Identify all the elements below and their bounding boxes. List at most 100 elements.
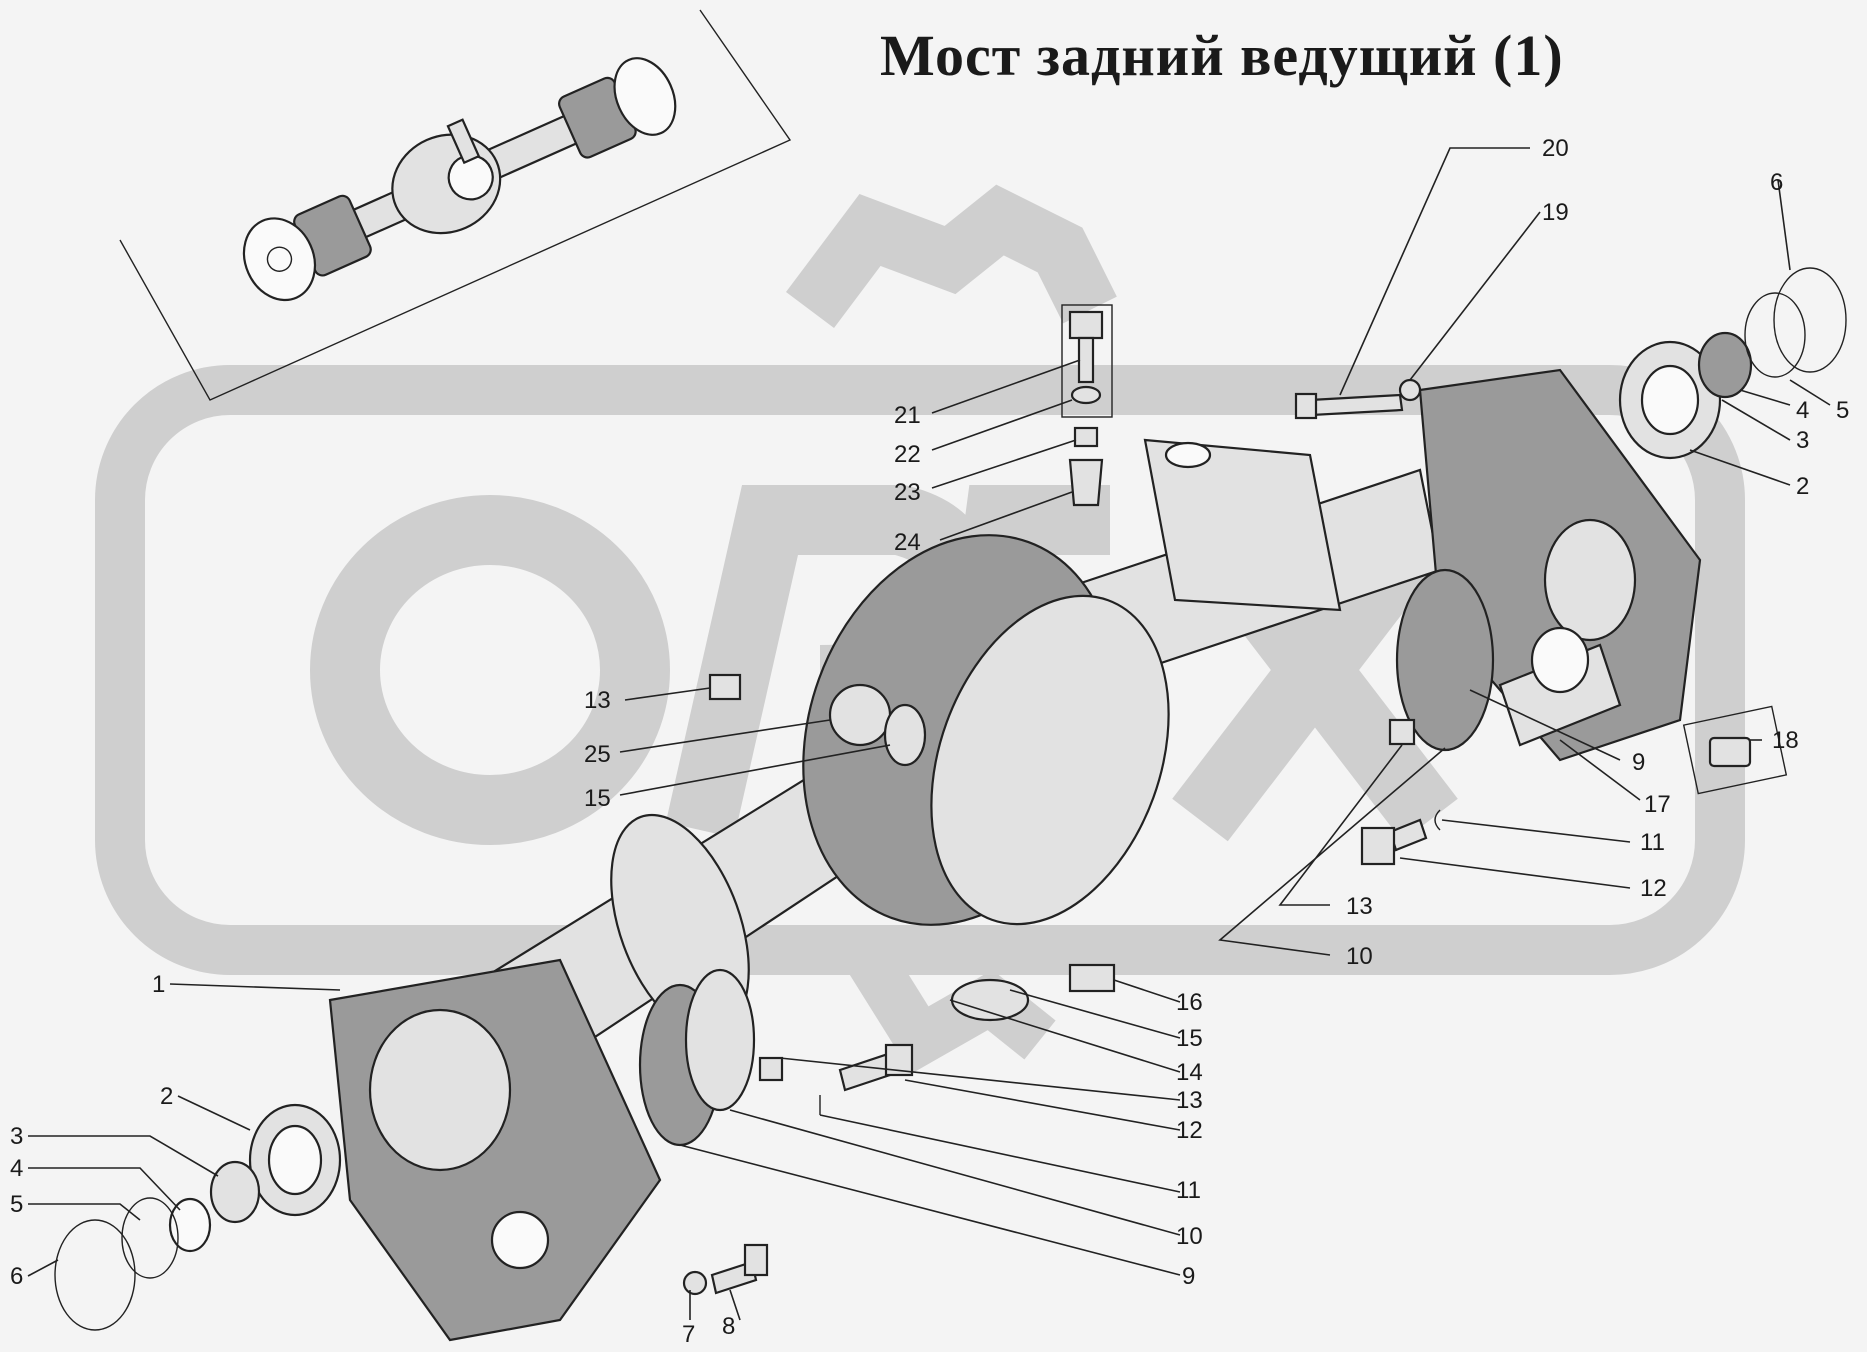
- seal-left-inner: [267, 1124, 323, 1196]
- callout-22: 22: [894, 441, 921, 468]
- leader-c13b: [779, 1057, 1181, 1101]
- leader-c2r: [1689, 449, 1791, 486]
- nut-13-lower: [758, 1056, 784, 1082]
- callout-6-right: 6: [1770, 169, 1783, 196]
- bracket-hole: [1164, 441, 1212, 469]
- inset-center-housing: [391, 133, 502, 235]
- bearing-ring-right: [1697, 331, 1753, 399]
- callout-15-middle: 15: [584, 785, 611, 812]
- bolt-21-head: [1068, 310, 1104, 340]
- seal-15-middle: [883, 703, 927, 767]
- callout-1: 1: [152, 971, 165, 998]
- bolt-20: [1308, 393, 1404, 417]
- fitting-24: [1068, 458, 1104, 507]
- snap-ring-right: [1744, 292, 1806, 378]
- leader-c11b: [819, 1114, 1181, 1193]
- bolt-21-shank: [1077, 336, 1095, 384]
- leader-c15m: [619, 744, 891, 796]
- leader-lines: [27, 147, 1831, 1321]
- central-bowl-opening: [930, 594, 1170, 926]
- leader-c1: [169, 983, 341, 991]
- leader-c13r: [1278, 744, 1403, 906]
- bolt-20-head: [1294, 392, 1318, 420]
- callout-13-middle: 13: [584, 687, 611, 714]
- vent-16: [1068, 963, 1116, 993]
- leader-c2l: [177, 1095, 251, 1131]
- leader-c12b: [904, 1079, 1181, 1131]
- watermark-frame: [95, 365, 1745, 975]
- callout-labels: 1 2 3 4 5 6 7 8 9 10 11 12 13 14 15 16 1…: [10, 135, 1849, 1348]
- right-tube-flange: [1395, 568, 1495, 752]
- leader-c16: [1113, 979, 1181, 1003]
- bolt-12-right: [1388, 818, 1428, 852]
- callout-12-right: 12: [1640, 875, 1667, 902]
- leader-c25: [619, 719, 831, 753]
- leader-c14: [949, 999, 1181, 1073]
- plug-25: [828, 683, 892, 747]
- breather-14: [950, 978, 1030, 1022]
- seal-right-inner: [1640, 364, 1700, 436]
- leader-c19: [1409, 211, 1541, 381]
- leader-c5r: [1789, 379, 1831, 406]
- leader-c20: [1339, 147, 1530, 396]
- leader-c11r: [1441, 819, 1631, 843]
- callout-12-bottom: 12: [1176, 1117, 1203, 1144]
- leader-c4l: [28, 1167, 181, 1211]
- callout-2-left: 2: [160, 1083, 173, 1110]
- callout-13-bottom: 13: [1176, 1087, 1203, 1114]
- callout-14: 14: [1176, 1059, 1203, 1086]
- callout-9-right: 9: [1632, 749, 1645, 776]
- fastener-stack-frame: [1061, 304, 1113, 418]
- leader-c3l: [28, 1135, 219, 1177]
- bearing-ring-left: [209, 1160, 261, 1224]
- gasket-10-lower: [684, 968, 756, 1112]
- nut-13-right: [1388, 718, 1416, 746]
- callout-2-right: 2: [1796, 473, 1809, 500]
- leader-c23: [931, 439, 1077, 489]
- leader-c13m: [624, 687, 711, 701]
- bolt-12-right-head: [1360, 826, 1396, 866]
- leader-c5l: [28, 1203, 141, 1221]
- callout-8: 8: [722, 1313, 735, 1340]
- plug-18: [1708, 736, 1752, 768]
- leader-c21: [931, 359, 1081, 414]
- callout-4-left: 4: [10, 1155, 23, 1182]
- inset-left-hub: [242, 217, 317, 302]
- o-ring-right: [1773, 267, 1847, 373]
- callout-3-left: 3: [10, 1123, 23, 1150]
- callout-4-right: 4: [1796, 397, 1809, 424]
- leader-c22: [931, 399, 1073, 451]
- callout-13-right: 13: [1346, 893, 1373, 920]
- leader-c8: [729, 1289, 741, 1321]
- callout-10-bottom: 10: [1176, 1223, 1203, 1250]
- leader-c15b: [1009, 989, 1181, 1039]
- shaft-end: [1530, 626, 1590, 694]
- leader-c10b: [729, 1109, 1181, 1236]
- callout-18: 18: [1772, 727, 1799, 754]
- leader-c9b: [679, 1144, 1181, 1276]
- leader-c12r: [1399, 857, 1631, 889]
- callout-3-right: 3: [1796, 427, 1809, 454]
- left-housing-lower-bore: [490, 1210, 550, 1270]
- leader-c9r: [1469, 689, 1621, 761]
- washer-22: [1070, 385, 1102, 405]
- o-ring-left: [54, 1219, 136, 1331]
- washer-11-right: [1434, 809, 1441, 831]
- callout-11-right: 11: [1640, 829, 1665, 856]
- callout-19: 19: [1542, 199, 1569, 226]
- washer-7: [682, 1270, 708, 1296]
- leader-c4r: [1739, 389, 1791, 406]
- right-housing-bore: [1543, 518, 1637, 642]
- callout-11-bottom: 11: [1176, 1177, 1201, 1204]
- callout-7: 7: [682, 1321, 695, 1348]
- inset-bracket-post: [446, 118, 481, 165]
- callout-6-left: 6: [10, 1263, 23, 1290]
- left-housing-bore: [368, 1008, 512, 1172]
- inset-right-hub: [613, 57, 677, 136]
- leader-c17: [1559, 739, 1641, 801]
- callout-5-left: 5: [10, 1191, 23, 1218]
- leader-c6r: [1777, 179, 1791, 271]
- callout-25: 25: [584, 741, 611, 768]
